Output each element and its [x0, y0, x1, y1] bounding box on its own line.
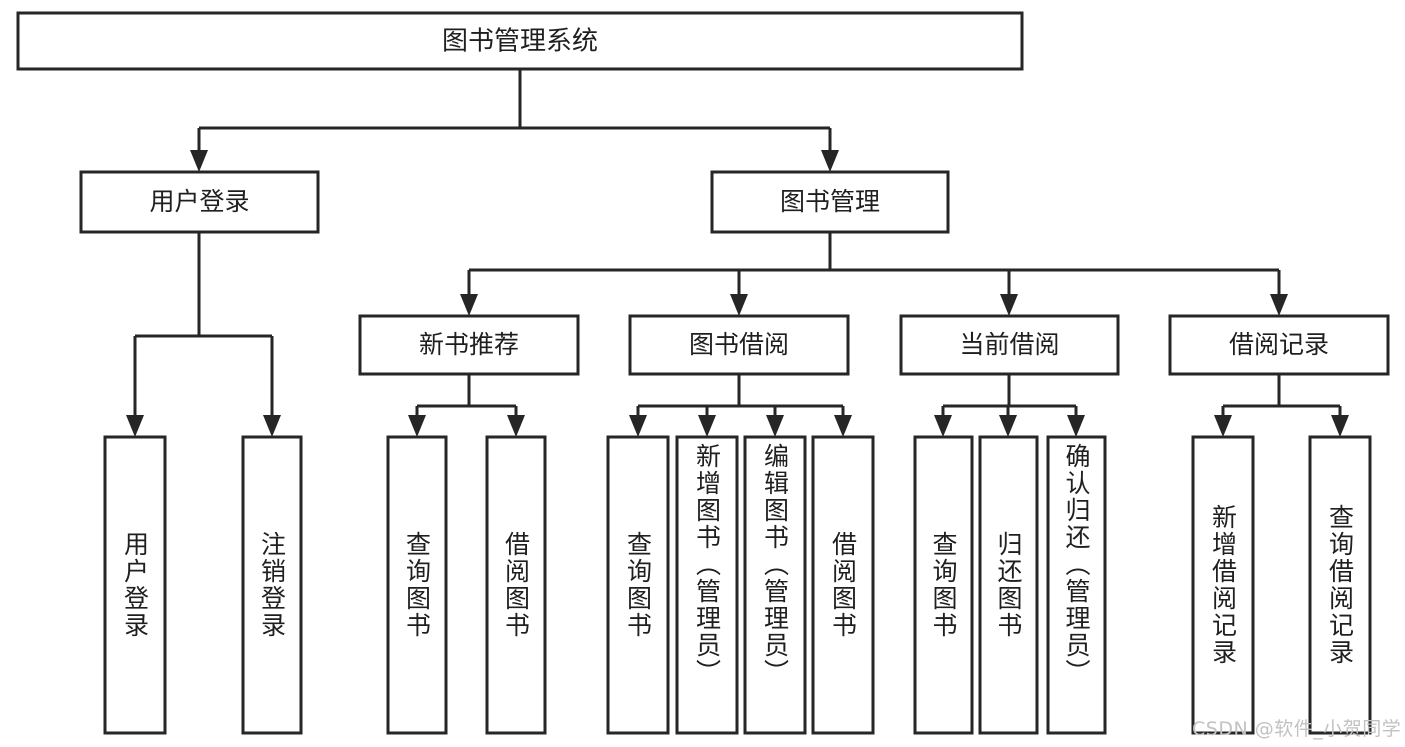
- node-leaf-12-box[interactable]: [1308, 435, 1372, 735]
- node-leaf-0[interactable]: [103, 435, 167, 735]
- arrow-head-icon: [507, 415, 525, 437]
- node-leaf-11-box[interactable]: [1191, 435, 1255, 735]
- arrow-head-icon: [834, 415, 852, 437]
- node-level3-3-label: 借阅记录: [1229, 330, 1329, 359]
- node-leaf-4[interactable]: [606, 435, 670, 735]
- node-root[interactable]: 图书管理系统: [16, 11, 1024, 71]
- connector-bookmgmt-to-level3: [460, 232, 1288, 316]
- node-level3-0[interactable]: 新书推荐: [358, 314, 580, 376]
- node-level3-2-box[interactable]: [899, 314, 1120, 376]
- connector-borrow-to-leaves: [629, 374, 852, 437]
- arrow-head-icon: [629, 415, 647, 437]
- node-level2-0[interactable]: 用户登录: [79, 170, 320, 234]
- node-leaf-7[interactable]: [811, 435, 875, 735]
- node-leaf-10[interactable]: [1046, 435, 1107, 735]
- node-leaf-5[interactable]: [675, 435, 739, 735]
- node-level3-3[interactable]: 借阅记录: [1168, 314, 1390, 376]
- node-leaf-10-box[interactable]: [1046, 435, 1107, 735]
- node-leaf-1[interactable]: [241, 435, 303, 735]
- arrow-head-icon: [263, 415, 281, 437]
- node-leaf-11[interactable]: [1191, 435, 1255, 735]
- node-leaf-8-box[interactable]: [913, 435, 974, 735]
- node-level3-2-label: 当前借阅: [959, 330, 1059, 359]
- node-leaf-4-box[interactable]: [606, 435, 670, 735]
- node-leaf-9-box[interactable]: [978, 435, 1039, 735]
- node-level3-1-box[interactable]: [628, 314, 850, 376]
- arrow-head-icon: [1331, 415, 1349, 437]
- arrow-head-icon: [460, 294, 478, 316]
- node-leaf-9[interactable]: [978, 435, 1039, 735]
- arrow-head-icon: [999, 415, 1017, 437]
- arrow-head-icon: [766, 415, 784, 437]
- node-level3-1[interactable]: 图书借阅: [628, 314, 850, 376]
- node-level3-3-box[interactable]: [1168, 314, 1390, 376]
- node-level3-1-label: 图书借阅: [689, 330, 789, 359]
- arrow-head-icon: [190, 150, 208, 172]
- node-leaf-1-box[interactable]: [241, 435, 303, 735]
- node-root-box[interactable]: [16, 11, 1024, 71]
- arrow-head-icon: [1000, 294, 1018, 316]
- node-leaf-3[interactable]: [485, 435, 547, 735]
- arrow-head-icon: [126, 415, 144, 437]
- node-leaf-7-box[interactable]: [811, 435, 875, 735]
- node-level2-1-box[interactable]: [710, 170, 950, 234]
- csdn-watermark: CSDN @软件_小贺同学: [1192, 718, 1402, 740]
- node-level2-0-label: 用户登录: [149, 187, 249, 216]
- node-leaf-12[interactable]: [1308, 435, 1372, 735]
- arrow-head-icon: [1067, 415, 1085, 437]
- arrow-head-icon: [1214, 415, 1232, 437]
- node-level3-2[interactable]: 当前借阅: [899, 314, 1120, 376]
- node-leaf-6-box[interactable]: [743, 435, 807, 735]
- node-leaf-6[interactable]: [743, 435, 807, 735]
- node-level3-0-label: 新书推荐: [419, 330, 519, 359]
- node-level3-0-box[interactable]: [358, 314, 580, 376]
- node-leaf-0-box[interactable]: [103, 435, 167, 735]
- node-leaf-2[interactable]: [386, 435, 448, 735]
- node-level2-0-box[interactable]: [79, 170, 320, 234]
- connector-newbook-to-leaves: [408, 374, 525, 437]
- node-root-label: 图书管理系统: [442, 27, 598, 57]
- node-leaf-3-box[interactable]: [485, 435, 547, 735]
- connector-record-to-leaves: [1214, 374, 1349, 437]
- connector-root-to-level2: [190, 69, 839, 172]
- node-leaf-8[interactable]: [913, 435, 974, 735]
- connector-current-to-leaves: [934, 374, 1085, 437]
- arrow-head-icon: [730, 294, 748, 316]
- node-leaf-5-box[interactable]: [675, 435, 739, 735]
- arrow-head-icon: [934, 415, 952, 437]
- arrow-head-icon: [821, 150, 839, 172]
- arrow-head-icon: [1270, 294, 1288, 316]
- node-level2-1-label: 图书管理: [780, 187, 880, 216]
- node-level2-1[interactable]: 图书管理: [710, 170, 950, 234]
- arrow-head-icon: [698, 415, 716, 437]
- connector-userlogin-to-leaves: [126, 232, 281, 437]
- node-leaf-2-box[interactable]: [386, 435, 448, 735]
- arrow-head-icon: [408, 415, 426, 437]
